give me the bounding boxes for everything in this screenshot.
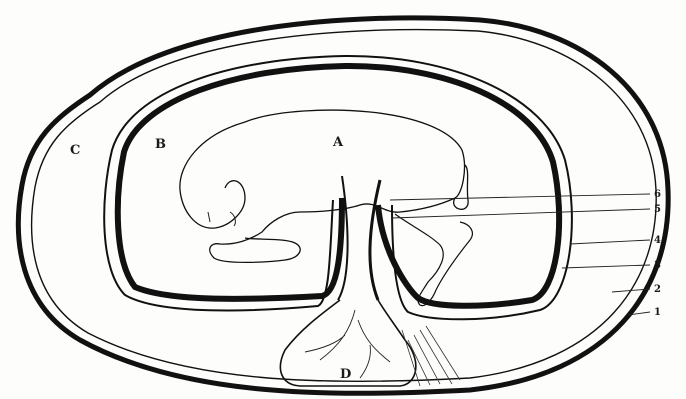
layer-label-4: 4	[654, 235, 661, 246]
layer-label-2: 2	[654, 284, 661, 295]
label-a: A	[332, 135, 344, 150]
label-b: B	[155, 137, 166, 152]
embryo-face-details	[208, 212, 235, 226]
label-d: D	[340, 367, 351, 382]
umbilical-stalk-right	[370, 180, 380, 300]
label-c: C	[70, 143, 80, 158]
amnion-outer-wall	[104, 56, 572, 319]
layer-label-5: 5	[654, 204, 661, 215]
leader-lines	[390, 194, 650, 315]
amnion-inner-wall	[118, 66, 559, 306]
layer-label-6: 6	[654, 189, 661, 200]
layer-label-3: 3	[654, 260, 661, 271]
embryo-body	[180, 110, 468, 262]
embryo-hind-leg	[395, 214, 472, 306]
yolk-sac-shading	[402, 326, 460, 386]
layer-label-1: 1	[654, 307, 661, 318]
